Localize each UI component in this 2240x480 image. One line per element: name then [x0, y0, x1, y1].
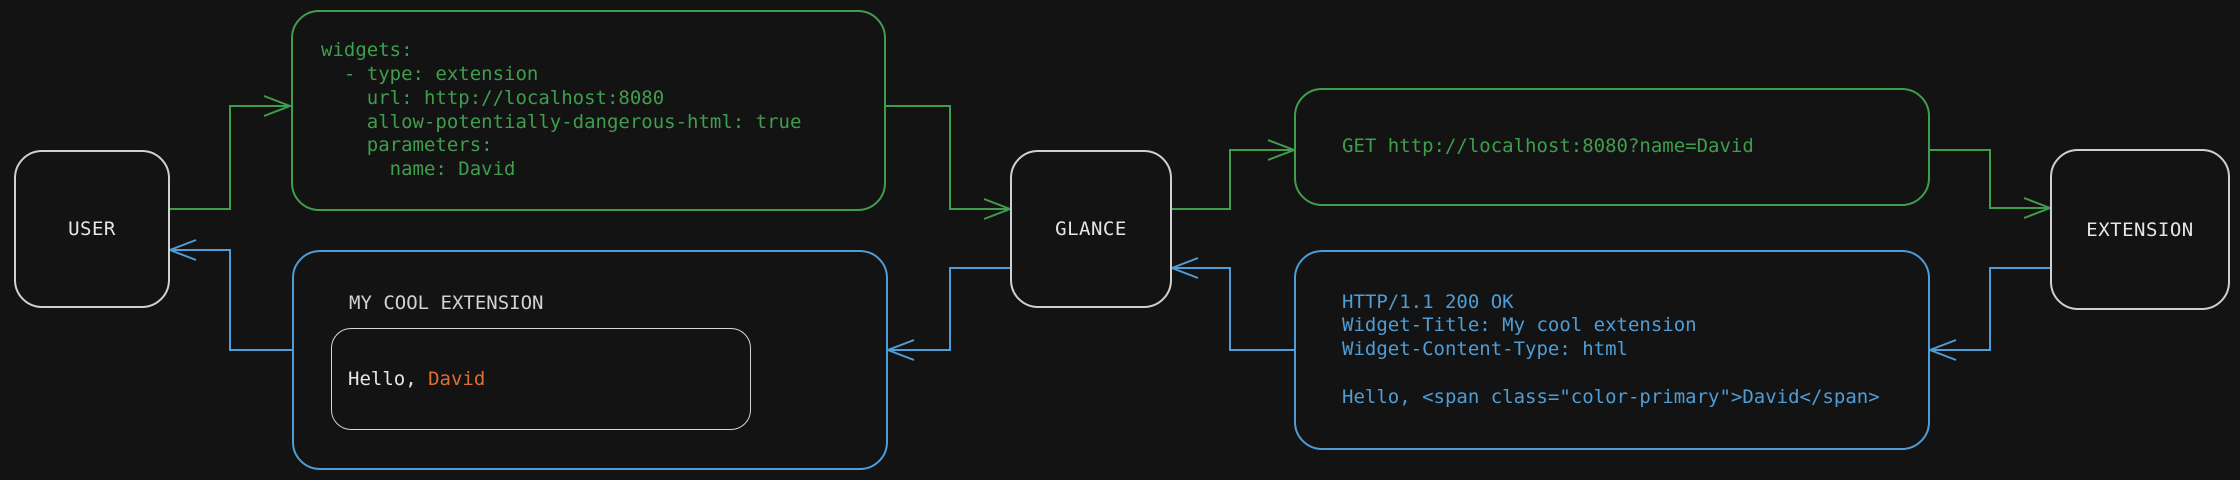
- node-glance: GLANCE: [1010, 150, 1172, 308]
- greeting-prefix: Hello,: [348, 368, 429, 390]
- arrow-user-to-config: [170, 95, 293, 210]
- node-extension-label: EXTENSION: [2086, 218, 2194, 241]
- node-user-label: USER: [68, 218, 116, 240]
- node-extension: EXTENSION: [2050, 149, 2230, 310]
- config-yaml-box: widgets: - type: extension url: http://l…: [291, 10, 886, 211]
- arrow-glance-to-request: [1172, 139, 1297, 210]
- widget-preview-box: MY COOL EXTENSION Hello, David: [292, 250, 888, 470]
- arrow-glance-to-widget: [885, 267, 1010, 361]
- config-yaml-text: widgets: - type: extension url: http://l…: [321, 39, 802, 180]
- widget-greeting-box: Hello, David: [331, 328, 751, 430]
- http-request-text: GET http://localhost:8080?name=David: [1342, 135, 1754, 158]
- arrow-widget-to-user: [167, 239, 292, 351]
- widget-title: MY COOL EXTENSION: [349, 292, 544, 314]
- node-glance-label: GLANCE: [1055, 218, 1127, 240]
- http-request-box: GET http://localhost:8080?name=David: [1294, 88, 1930, 206]
- node-user: USER: [14, 150, 170, 308]
- arrow-request-to-extension: [1930, 149, 2053, 219]
- greeting-name: David: [428, 368, 486, 390]
- widget-greeting-text: Hello, David: [332, 368, 485, 390]
- arrow-response-to-glance: [1169, 257, 1294, 351]
- arrow-config-to-glance: [886, 105, 1013, 220]
- arrow-extension-to-response: [1927, 267, 2050, 361]
